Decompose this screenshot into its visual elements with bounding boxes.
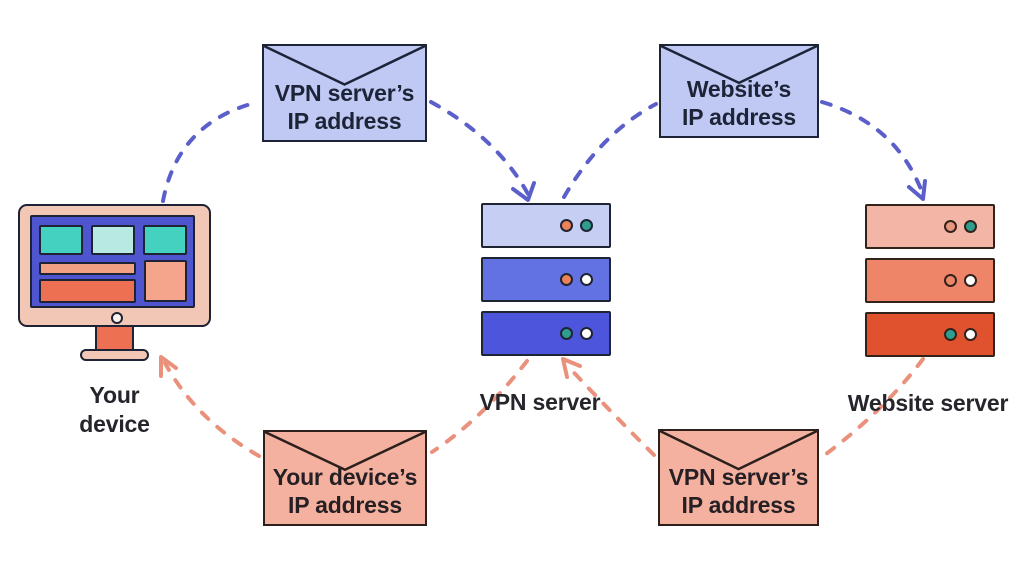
monitor-frame	[18, 204, 211, 327]
status-light-icon	[560, 219, 573, 232]
status-light-icon	[580, 273, 593, 286]
website-server-row-2	[865, 258, 995, 303]
website-server-row-1	[865, 204, 995, 249]
website-server-row-3	[865, 312, 995, 357]
arrow-envelope-to-vpn-server	[429, 100, 530, 196]
envelope-flap-icon	[661, 46, 817, 136]
envelope-text-line2: IP address	[681, 492, 796, 518]
envelope-text-line1: VPN server’s	[668, 464, 809, 490]
status-light-icon	[964, 328, 977, 341]
monitor-camera-dot-icon	[111, 312, 123, 324]
vpn-server-row-1	[481, 203, 611, 248]
arrow-envelope-to-vpn-server-bottom	[565, 363, 656, 457]
arrowhead-into-vpn-top-icon	[511, 181, 536, 202]
your-device-label-line1: Your	[89, 382, 140, 408]
envelope-flap-icon	[660, 431, 817, 524]
status-light-icon	[560, 273, 573, 286]
envelope-text-line2: IP address	[288, 492, 402, 518]
vpn-server-label: VPN server	[479, 389, 601, 415]
status-light-icon	[944, 328, 957, 341]
envelope-text-line1: Your device’s	[272, 464, 418, 490]
envelope-flap-icon	[265, 432, 425, 524]
status-light-icon	[964, 220, 977, 233]
envelope-text-line1: Website’s	[686, 76, 792, 102]
envelope-text-line1: VPN server’s	[274, 80, 415, 106]
screen-bar	[39, 262, 136, 275]
monitor-base	[80, 349, 149, 361]
vpn-server-row-3	[481, 311, 611, 356]
screen-tile	[39, 225, 83, 255]
envelope-text-line2: IP address	[682, 104, 796, 130]
website-server-label: Website server	[847, 390, 1009, 416]
arrow-vpn-server-to-envelope-top-right	[562, 102, 658, 199]
screen-tile	[143, 225, 187, 255]
screen-panel	[144, 260, 187, 302]
monitor-screen	[30, 215, 195, 308]
envelope-text-line2: IP address	[287, 108, 402, 134]
envelope-vpn-servers-ip-bottom: VPN server’s IP address	[658, 429, 819, 526]
your-device-illustration	[18, 204, 211, 362]
status-light-icon	[580, 219, 593, 232]
arrow-envelope-to-device	[163, 361, 261, 458]
envelope-your-devices-ip: Your device’s IP address	[263, 430, 427, 526]
arrow-website-server-to-envelope-bottom-right	[820, 357, 925, 459]
envelope-flap-icon	[264, 46, 425, 140]
arrow-envelope-to-website-server	[820, 100, 924, 194]
status-light-icon	[580, 327, 593, 340]
arrow-device-to-envelope-top-left	[161, 100, 260, 203]
arrowhead-into-vpn-bottom-icon	[561, 357, 582, 379]
status-light-icon	[944, 220, 957, 233]
envelope-websites-ip: Website’s IP address	[659, 44, 819, 138]
status-light-icon	[944, 274, 957, 287]
your-device-label-line2: device	[79, 411, 150, 437]
screen-bar	[39, 279, 136, 303]
arrow-vpn-server-to-envelope-bottom-left	[430, 359, 529, 454]
arrowhead-into-device-icon	[159, 355, 178, 378]
your-device-label: Your device	[18, 381, 211, 439]
envelope-vpn-servers-ip-top: VPN server’s IP address	[262, 44, 427, 142]
status-light-icon	[560, 327, 573, 340]
screen-tile	[91, 225, 135, 255]
status-light-icon	[964, 274, 977, 287]
arrowhead-into-website-top-icon	[907, 179, 927, 201]
vpn-server-row-2	[481, 257, 611, 302]
